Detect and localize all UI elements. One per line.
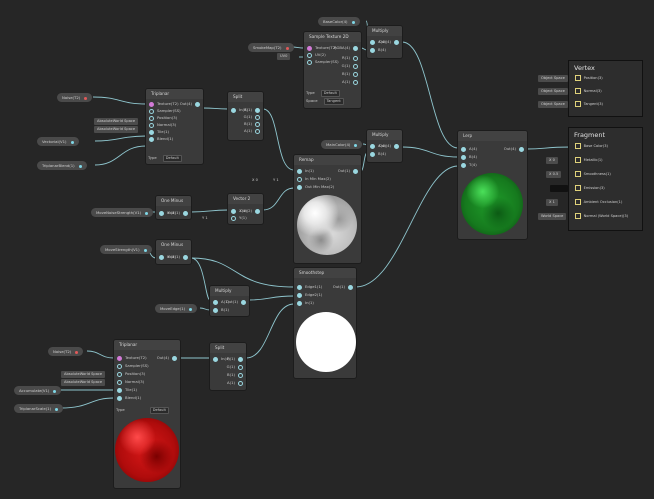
- property-vectorial[interactable]: Vectorial(V1): [37, 137, 79, 146]
- smoothstep-node[interactable]: Smoothstep Edge1(1) Edge2(1) In(1) Out(1…: [294, 268, 356, 378]
- one-minus-node-1[interactable]: One Minus In(1) Out(1): [156, 196, 191, 219]
- sample-texture-node[interactable]: Sample Texture 2D Texture(T2) UV(2) Samp…: [304, 32, 361, 108]
- sample-space-dropdown[interactable]: Tangent: [323, 97, 344, 105]
- property-accumulate[interactable]: Accumulate(V1): [14, 386, 62, 395]
- triplanar-node-1[interactable]: Triplanar Texture(T2) Sampler(SS) Positi…: [146, 89, 203, 164]
- fragment-ao-field[interactable]: X 1: [546, 199, 558, 206]
- type-dropdown[interactable]: Default: [162, 154, 182, 162]
- lerp-preview-sphere: [461, 173, 523, 235]
- in-min-y[interactable]: Y 1: [271, 177, 281, 183]
- smoothstep-preview-sphere: [296, 312, 356, 372]
- property-base-color[interactable]: BaseColor(4): [318, 17, 360, 26]
- property-move-edge[interactable]: MoveEdge(1): [155, 304, 198, 313]
- in-min-x[interactable]: X 0: [250, 177, 260, 183]
- lerp-node[interactable]: Lerp A(4) B(4) T(4) Out(4): [458, 131, 527, 239]
- vertex-normal-space[interactable]: Object Space: [538, 88, 568, 95]
- vector2-node[interactable]: Vector 2 X(1) Y(1) Out(2): [228, 194, 263, 224]
- vertex-position-space[interactable]: Object Space: [538, 75, 568, 82]
- vertex-tangent-space[interactable]: Object Space: [538, 101, 568, 108]
- vertex-title: Vertex: [574, 64, 595, 72]
- property-noise-top[interactable]: Noise(T2): [57, 93, 93, 102]
- split-node-2[interactable]: Split In(4) R(1) G(1) B(1) A(1): [210, 343, 246, 390]
- fragment-normal-space[interactable]: World Space: [538, 213, 567, 220]
- fragment-title: Fragment: [574, 131, 606, 139]
- type-dropdown-2[interactable]: Default: [149, 406, 169, 414]
- triplanar-node-2[interactable]: Triplanar Texture(T2) Sampler(SS) Positi…: [114, 340, 180, 488]
- remap-node[interactable]: Remap In(1) In Min Max(2) Out Min Max(2)…: [294, 155, 361, 263]
- property-move-noise[interactable]: MoveNoiseStrength(V1): [91, 208, 154, 217]
- sample-type-dropdown[interactable]: Default: [320, 89, 340, 97]
- property-main-color[interactable]: MainColor(4): [321, 140, 363, 149]
- vector2-y-field[interactable]: Y 1: [200, 215, 210, 221]
- property-triplanar-scale[interactable]: TriplanarScale(1): [14, 404, 64, 413]
- position-space-tag[interactable]: AbsoluteWorld Space: [94, 118, 139, 125]
- property-smoke-map[interactable]: SmokeMap(T2): [248, 43, 294, 52]
- one-minus-node-2[interactable]: One Minus In(1) Out(1): [156, 240, 191, 264]
- node-title: Triplanar: [146, 89, 203, 99]
- fragment-stack[interactable]: Fragment Base Color(3) Metallic(1) Smoot…: [569, 128, 642, 230]
- triplanar-preview-sphere: [115, 418, 179, 482]
- split-node-1[interactable]: Split In(4) R(1) G(1) B(1) A(1): [228, 92, 263, 140]
- multiply-node-3[interactable]: Multiply A(1) B(1) Out(1): [210, 286, 249, 316]
- uv-channel-tag[interactable]: UV0: [277, 53, 291, 60]
- position-space-tag-2[interactable]: AbsoluteWorld Space: [61, 371, 106, 378]
- property-move-strength[interactable]: MoveStrength(V1): [100, 245, 152, 254]
- property-noise-bottom[interactable]: Noise(T2): [48, 347, 84, 356]
- property-triplanar-blend[interactable]: TriplanarBlend(1): [37, 161, 87, 170]
- normal-space-tag-2[interactable]: AbsoluteWorld Space: [61, 379, 106, 386]
- normal-space-tag[interactable]: AbsoluteWorld Space: [94, 126, 139, 133]
- fragment-emission-swatch[interactable]: [550, 185, 568, 192]
- remap-preview-sphere: [297, 195, 357, 255]
- fragment-smoothness-field[interactable]: X 0.5: [546, 171, 562, 178]
- vertex-stack[interactable]: Vertex Position(3) Normal(3) Tangent(3): [569, 61, 642, 116]
- multiply-node-2[interactable]: Multiply A(4) B(4) Out(4): [367, 130, 402, 162]
- fragment-metallic-field[interactable]: X 0: [546, 157, 558, 164]
- multiply-node-1[interactable]: Multiply A(4) B(4) Out(4): [367, 26, 402, 58]
